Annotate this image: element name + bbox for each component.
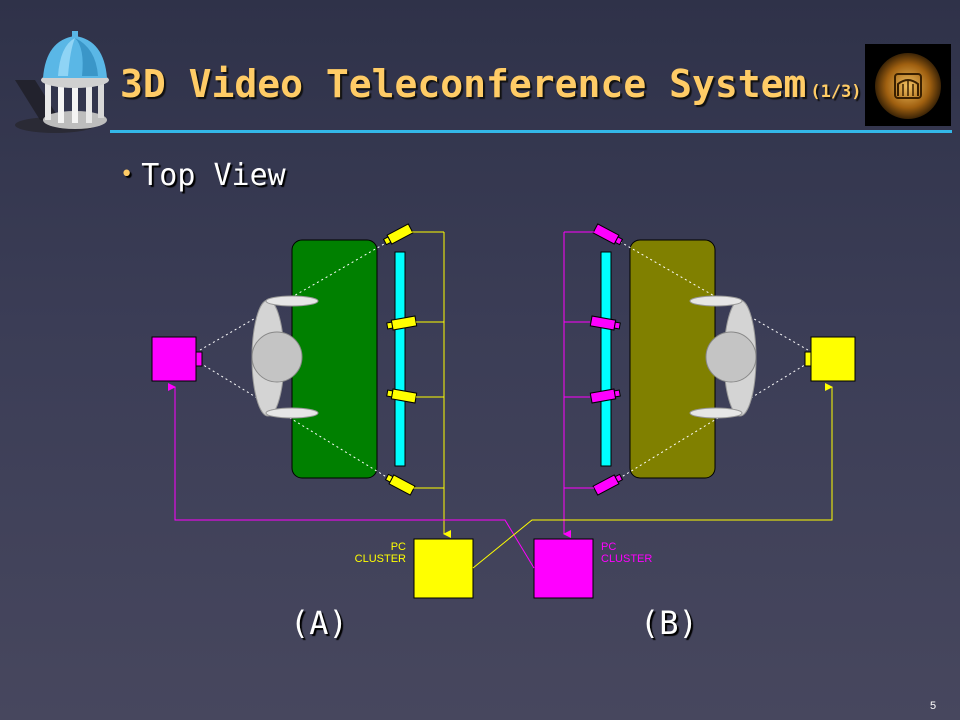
- site-b-display-wall: [629, 239, 716, 479]
- site-b: [533, 223, 856, 599]
- site-b-person: [689, 295, 757, 419]
- site-b-cluster-label: PC CLUSTER: [601, 541, 653, 565]
- page-title: 3D Video Teleconference System(1/3): [120, 62, 862, 106]
- page-number: 5: [930, 700, 937, 712]
- site-a-person: [251, 295, 319, 419]
- site-a-pc-cluster: [413, 538, 474, 599]
- bullet-item: • Top View: [120, 158, 286, 193]
- title-text: 3D Video Teleconference System: [120, 62, 807, 106]
- title-suffix: (1/3): [810, 82, 862, 102]
- site-a-screen: [394, 251, 406, 467]
- site-b-label: (B): [640, 604, 698, 642]
- title-divider: [110, 130, 952, 133]
- site-a-projector: [151, 336, 203, 382]
- bullet-text: Top View: [141, 158, 286, 193]
- site-a-display-wall: [291, 239, 378, 479]
- site-b-projector: [804, 336, 856, 382]
- site-b-cameras: [589, 223, 624, 496]
- site-a-cameras: [382, 223, 418, 496]
- cross-links: [168, 383, 833, 569]
- bullet-icon: •: [120, 162, 134, 187]
- site-a: [151, 223, 474, 599]
- site-b-pc-cluster: [533, 538, 594, 599]
- site-a-cluster-label: PC CLUSTER: [354, 541, 406, 565]
- old-well-logo-icon: [15, 31, 109, 133]
- site-a-label: (A): [290, 604, 348, 642]
- lab-emblem-icon: [865, 44, 951, 126]
- site-b-screen: [600, 251, 612, 467]
